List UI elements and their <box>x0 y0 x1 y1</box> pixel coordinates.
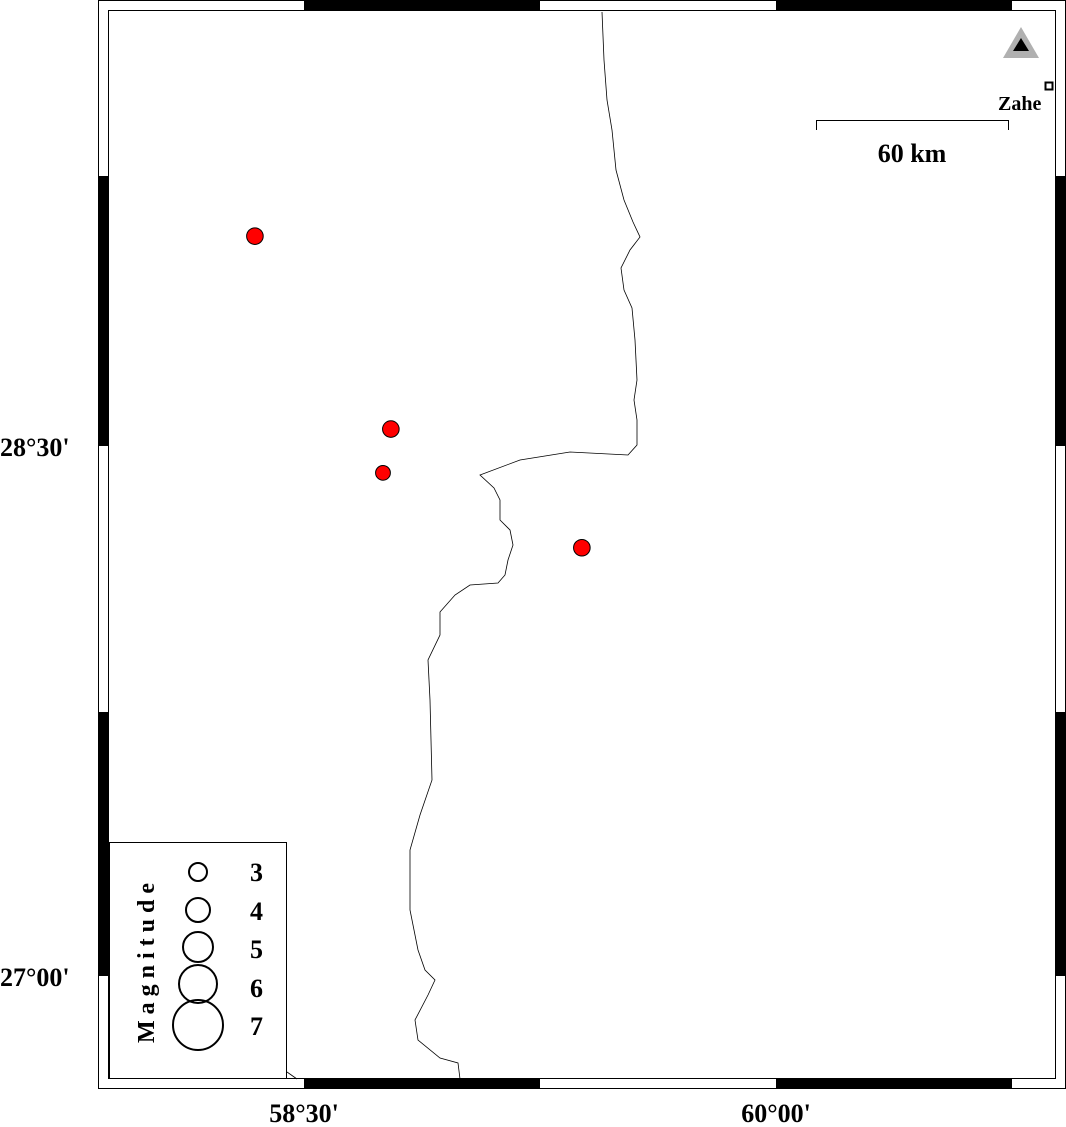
legend-circle-6 <box>178 964 218 1004</box>
legend-circle-7 <box>172 999 224 1051</box>
lon-label-60-00: 60°00' <box>741 1099 811 1127</box>
legend-circle-3 <box>188 862 208 882</box>
coastline <box>409 11 641 1080</box>
legend-label-4: 4 <box>250 897 263 926</box>
lat-label-28-30: 28°30' <box>0 433 70 462</box>
earthquake-events <box>246 227 591 557</box>
legend-label-7: 7 <box>250 1012 263 1041</box>
triangle-station-icon <box>1003 27 1039 58</box>
scale-bar-label: 60 km <box>878 139 947 168</box>
frame-ticks <box>99 1 1065 1088</box>
coastline-fragment <box>286 1071 298 1080</box>
magnitude-legend: Magnitude 3 4 5 6 7 <box>109 842 287 1079</box>
scale-bar <box>816 120 1009 130</box>
station-label: Zahe <box>998 93 1041 115</box>
lat-label-27-00: 27°00' <box>0 963 70 992</box>
earthquake-event-3 <box>375 464 391 481</box>
station-label-clip: Zahe <box>998 93 1041 115</box>
legend-title: Magnitude <box>134 877 160 1043</box>
city-marker-icon <box>1044 81 1054 91</box>
legend-circle-4 <box>185 897 211 923</box>
lon-label-58-30: 58°30' <box>269 1099 339 1127</box>
legend-label-3: 3 <box>250 858 263 887</box>
legend-circle-5 <box>182 931 214 963</box>
earthquake-event-1 <box>246 227 264 245</box>
earthquake-event-2 <box>382 420 400 438</box>
legend-label-6: 6 <box>250 974 263 1003</box>
legend-label-5: 5 <box>250 935 263 964</box>
earthquake-event-4 <box>573 538 591 557</box>
